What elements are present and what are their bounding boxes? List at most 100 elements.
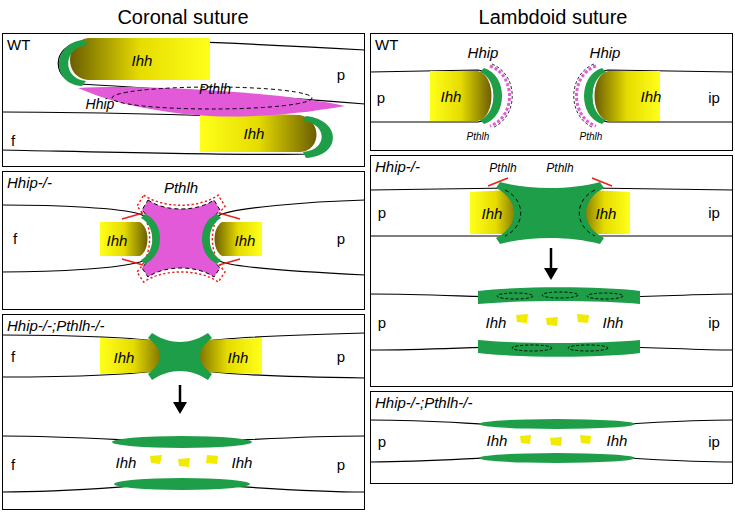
lambdoid-hhip-art — [370, 178, 733, 357]
column-header: Lambdoid suture — [479, 7, 628, 27]
ihh-domain — [200, 112, 317, 152]
frontal-bone — [2, 335, 171, 377]
ihh-domain — [100, 222, 148, 256]
hhip-domain — [303, 116, 333, 158]
bone-label: p — [378, 205, 386, 220]
hhip-domain — [496, 182, 604, 244]
gene-label: Ihh — [482, 206, 503, 221]
bone-label: p — [378, 434, 386, 449]
gene-label: Ihh — [487, 433, 508, 448]
pthlh-outline — [492, 64, 512, 128]
bone-label: f — [11, 457, 15, 472]
pthlh-domain — [142, 200, 220, 277]
hhip-domain — [112, 436, 252, 448]
suture-panel: Hhip-/-;Pthlh-/- — [370, 391, 733, 484]
pthlh-outline — [505, 190, 521, 236]
bone-label: p — [378, 315, 386, 330]
ihh-domain — [430, 71, 492, 121]
bone-label: p — [337, 349, 345, 364]
suture-panel: WT — [370, 33, 733, 151]
bone-label: p — [377, 90, 385, 105]
suture-panel: WT — [2, 33, 365, 167]
gene-label: Ihh — [228, 350, 249, 365]
gene-label: Ihh — [244, 126, 265, 141]
genotype-heading: Hhip-/-;Pthlh-/- — [375, 394, 473, 411]
suture-panel: Hhip-/-;Pthlh-/- — [2, 314, 365, 510]
gene-label: Ihh — [232, 455, 253, 470]
arrow-head — [173, 402, 187, 414]
bone-label: f — [13, 231, 17, 246]
bone-label: p — [337, 231, 345, 246]
progression-arrow — [179, 385, 182, 404]
hhip-domain — [478, 340, 640, 357]
ihh-spot — [577, 314, 589, 323]
hhip-domain — [479, 419, 635, 429]
gene-label: Pthlh — [489, 162, 516, 174]
arrow-head — [544, 268, 558, 280]
inhibition-ticks — [488, 178, 612, 186]
ihh-spot — [550, 437, 562, 446]
lambdoid-double-art — [370, 419, 733, 463]
ihh-spot — [580, 435, 591, 444]
bone-label: f — [11, 349, 15, 364]
hhip-domain — [59, 40, 88, 86]
gene-label: Hhip — [468, 45, 499, 60]
bone-label: f — [11, 133, 15, 148]
parietal-bone — [207, 200, 365, 275]
gene-label: Ihh — [441, 89, 462, 104]
parietal-bone — [370, 70, 495, 122]
hhip-domain — [479, 453, 635, 463]
gene-label: Ihh — [107, 233, 128, 248]
gene-label: Ihh — [641, 89, 662, 104]
genotype-heading: Hhip-/- — [7, 174, 52, 191]
hhip-domain — [202, 214, 221, 264]
pthlh-outline — [574, 64, 594, 128]
hhip-domain — [141, 214, 160, 264]
gene-label: Ihh — [235, 233, 256, 248]
frontal-bone — [2, 112, 328, 155]
gene-label: Ihh — [486, 315, 507, 330]
bone-label: p — [337, 67, 345, 82]
gene-label: Ihh — [596, 206, 617, 221]
bone-label: p — [337, 457, 345, 472]
gene-label: Ihh — [132, 53, 153, 68]
ihh-spot — [520, 435, 531, 444]
ihh-spot — [516, 314, 528, 323]
bone-label: ip — [708, 90, 720, 105]
ihh-spot — [546, 317, 558, 326]
parietal-bone — [370, 188, 525, 236]
interparietal-bone — [575, 188, 733, 236]
gene-label: Pthlh — [164, 180, 198, 195]
progression-arrow — [550, 248, 553, 270]
gene-label: Pthlh — [546, 162, 573, 174]
hhip-domain — [584, 68, 606, 124]
pthlh-outer-outline — [137, 195, 225, 282]
bone-label: ip — [708, 205, 720, 220]
inhibition-ticks — [122, 213, 240, 265]
ihh-spot — [150, 455, 162, 464]
ihh-spot — [178, 458, 190, 467]
coronal-hhip-art — [2, 195, 365, 282]
coronal-wt-art — [2, 38, 365, 158]
pthlh-outline — [579, 190, 595, 236]
gene-label: Hhip — [590, 45, 621, 60]
gene-label: Ihh — [116, 455, 137, 470]
hhip-domain — [114, 478, 250, 490]
gene-label: Ihh — [114, 350, 135, 365]
genotype-heading: Hhip-/- — [375, 158, 420, 175]
hhip-domain — [478, 287, 640, 304]
coronal-double-art — [2, 333, 365, 492]
lambdoid-wt-art — [370, 64, 733, 128]
interparietal-bone — [592, 70, 734, 122]
genotype-heading: WT — [375, 36, 398, 53]
column-header: Coronal suture — [117, 7, 248, 27]
ihh-domain — [215, 222, 263, 256]
gene-label: Pthlh — [580, 132, 603, 142]
ihh-domain — [70, 38, 210, 80]
ihh-spot — [206, 455, 218, 464]
gene-label: Hhip — [86, 97, 115, 111]
gene-label: Pthlh — [199, 82, 231, 96]
hhip-domain — [148, 333, 212, 380]
